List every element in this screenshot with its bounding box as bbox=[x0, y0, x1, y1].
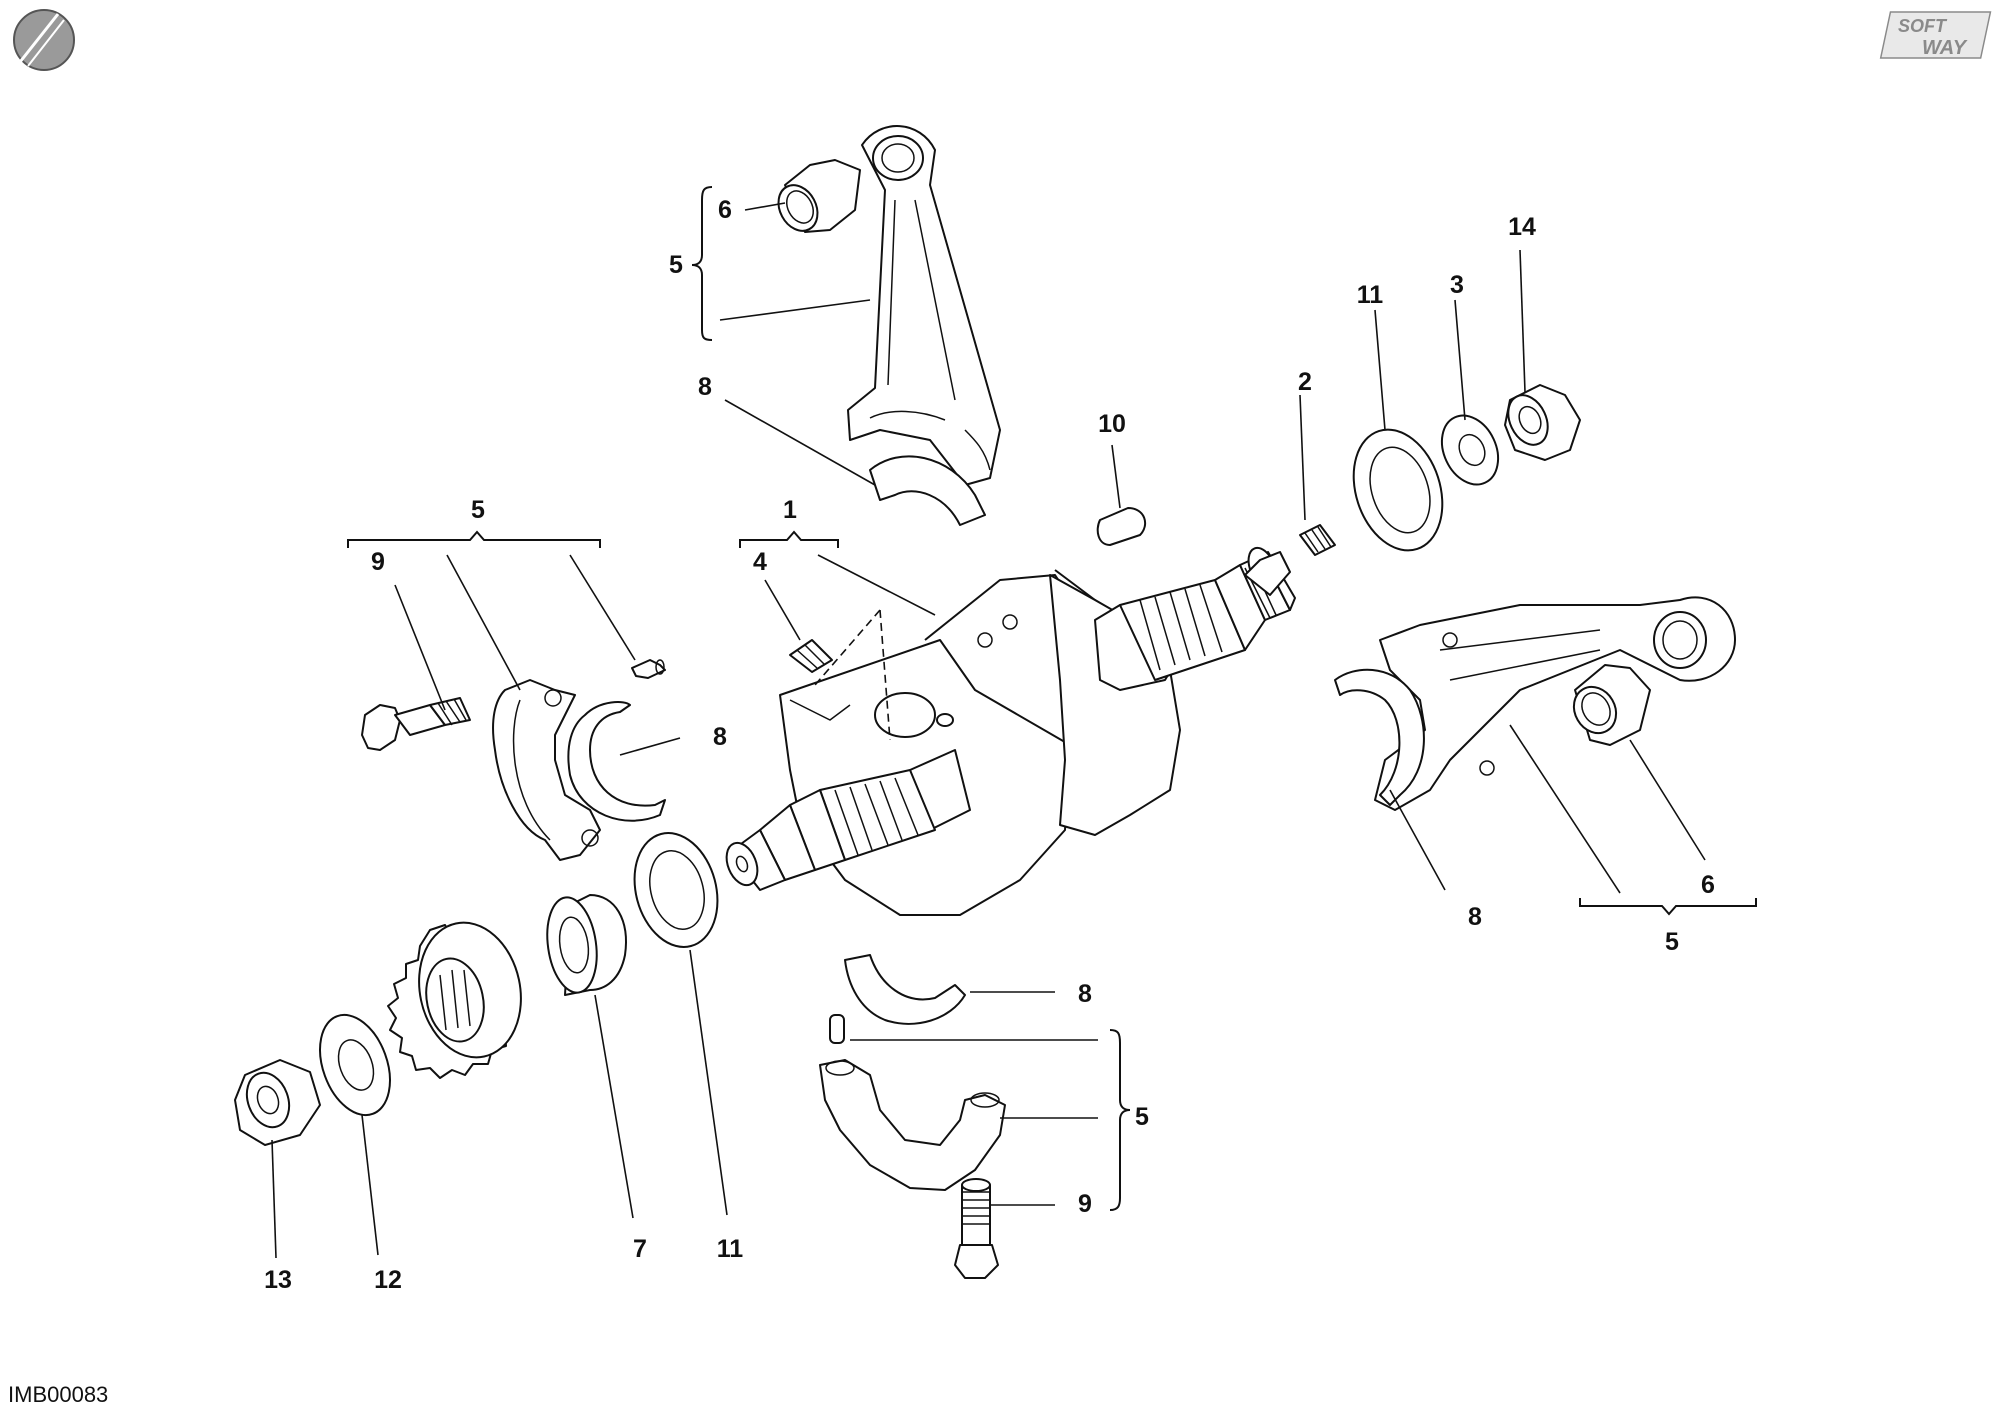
dowel-pin-left bbox=[631, 659, 666, 679]
callout-12: 12 bbox=[374, 1266, 402, 1294]
spacer-bush-7 bbox=[546, 894, 627, 996]
callout-7: 7 bbox=[633, 1235, 647, 1263]
callout-3: 3 bbox=[1450, 271, 1464, 299]
drawing-code: IMB00083 bbox=[8, 1382, 108, 1407]
washer-12 bbox=[319, 1013, 391, 1117]
callout-8-left: 8 bbox=[713, 723, 727, 751]
braces bbox=[347, 186, 1757, 1211]
callout-1: 1 bbox=[783, 496, 797, 524]
small-end-bush-right bbox=[1572, 664, 1651, 746]
plug-screw-2 bbox=[1299, 524, 1336, 556]
callout-11-left: 11 bbox=[717, 1235, 744, 1263]
softway-logo: SOFT WAY bbox=[1879, 11, 1992, 59]
brand-emblem-icon bbox=[13, 9, 75, 71]
logo-text-way: WAY bbox=[1922, 37, 1968, 59]
callout-8-bottom: 8 bbox=[1078, 980, 1092, 1008]
rod-cap-bottom bbox=[819, 1059, 1006, 1191]
crankshaft bbox=[725, 546, 1296, 916]
rod-cap-left bbox=[492, 679, 601, 861]
callout-5-top: 5 bbox=[669, 251, 683, 279]
small-end-bush-top bbox=[777, 159, 861, 233]
callout-5-left: 5 bbox=[471, 496, 485, 524]
hex-nut-13 bbox=[234, 1059, 321, 1146]
callout-labels: 6 5 8 10 2 11 3 14 5 1 9 4 8 6 8 5 8 5 9… bbox=[264, 196, 1715, 1294]
bearing-shell-left bbox=[567, 701, 666, 822]
callout-5-bottom: 5 bbox=[1135, 1103, 1149, 1131]
logo-text-soft: SOFT bbox=[1898, 16, 1948, 36]
shim-washer-left bbox=[633, 832, 719, 948]
connecting-rod-top bbox=[847, 125, 1001, 526]
spacer-washer-3 bbox=[1440, 414, 1500, 486]
timing-gear bbox=[387, 921, 522, 1079]
cap-bolt-bottom bbox=[954, 1178, 999, 1279]
callout-2: 2 bbox=[1298, 368, 1312, 396]
callout-8-top: 8 bbox=[698, 373, 712, 401]
callout-11-right: 11 bbox=[1357, 281, 1384, 309]
callout-6-top: 6 bbox=[718, 196, 732, 224]
callout-14: 14 bbox=[1508, 213, 1536, 241]
plug-screw-4 bbox=[789, 639, 833, 673]
lock-nut-14 bbox=[1504, 384, 1581, 461]
callout-9-bottom: 9 bbox=[1078, 1190, 1092, 1218]
bearing-shell-bottom bbox=[844, 954, 966, 1025]
callout-4: 4 bbox=[753, 548, 767, 576]
shim-washer-right bbox=[1352, 428, 1444, 552]
cap-bolt-left bbox=[361, 697, 471, 751]
callout-9-left: 9 bbox=[371, 548, 385, 576]
callout-10: 10 bbox=[1098, 410, 1126, 438]
dowel-pin-bottom bbox=[829, 1014, 845, 1044]
woodruff-key bbox=[1096, 507, 1147, 546]
callout-8-right: 8 bbox=[1468, 903, 1482, 931]
callout-5-right: 5 bbox=[1665, 928, 1679, 956]
callout-6-right: 6 bbox=[1701, 871, 1715, 899]
leader-lines bbox=[271, 202, 1706, 1259]
bearing-shell-right bbox=[1334, 668, 1425, 806]
callout-13: 13 bbox=[264, 1266, 292, 1294]
connecting-rod-right bbox=[1374, 596, 1736, 811]
